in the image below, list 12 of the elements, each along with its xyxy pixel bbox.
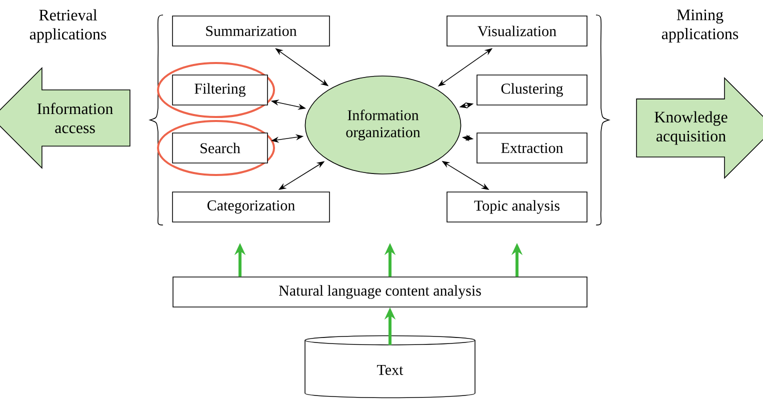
data-cylinder: Text: [304, 335, 476, 398]
process-box: Extraction: [476, 132, 588, 164]
process-box: Categorization: [172, 192, 330, 222]
process-box: Topic analysis: [446, 192, 588, 222]
heading-label: Retrieval applications: [30, 9, 106, 43]
process-box: Clustering: [476, 74, 588, 106]
process-box: Filtering: [172, 74, 268, 106]
process-box: Natural language content analysis: [172, 276, 588, 308]
process-box: Search: [172, 132, 268, 164]
process-box: Summarization: [172, 16, 330, 46]
process-box: Visualization: [446, 16, 588, 46]
heading-label: Mining applications: [662, 10, 738, 42]
